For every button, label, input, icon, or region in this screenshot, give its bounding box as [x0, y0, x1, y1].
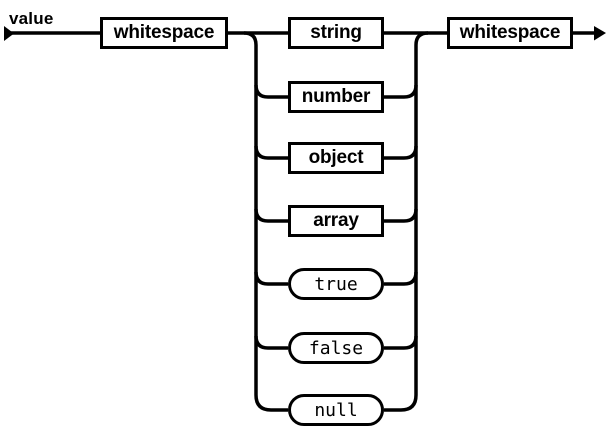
rule-label: value [9, 9, 54, 28]
branch-right-object [384, 145, 418, 160]
branch-left-number [254, 84, 288, 99]
node-whitespace-entry: whitespace [100, 17, 228, 49]
branch-right-array [384, 208, 418, 223]
right-rail [384, 31, 429, 412]
node-array: array [288, 205, 384, 237]
end-arrow-icon [594, 26, 606, 41]
node-false-label: false [308, 337, 364, 359]
node-string-label: string [310, 22, 362, 43]
node-object: object [288, 142, 384, 174]
node-object-label: object [308, 147, 364, 168]
node-array-label: array [313, 210, 359, 231]
branch-left-array [254, 208, 288, 223]
node-whitespace-exit: whitespace [447, 17, 573, 49]
branch-right-false [384, 335, 418, 350]
node-number: number [288, 81, 384, 113]
left-rail [243, 31, 288, 412]
node-null-label: null [314, 399, 358, 421]
branch-left-true [254, 271, 288, 286]
node-null: null [288, 394, 384, 426]
node-number-label: number [301, 86, 371, 107]
branch-left-false [254, 335, 288, 350]
start-arrow-icon [4, 26, 14, 41]
node-true: true [288, 268, 384, 300]
node-whitespace-entry-label: whitespace [113, 22, 215, 43]
node-false: false [288, 332, 384, 364]
branch-right-true [384, 271, 418, 286]
branch-left-object [254, 145, 288, 160]
node-true-label: true [314, 273, 358, 295]
node-string: string [288, 17, 384, 49]
node-whitespace-exit-label: whitespace [459, 22, 561, 43]
branch-right-number [384, 84, 418, 99]
